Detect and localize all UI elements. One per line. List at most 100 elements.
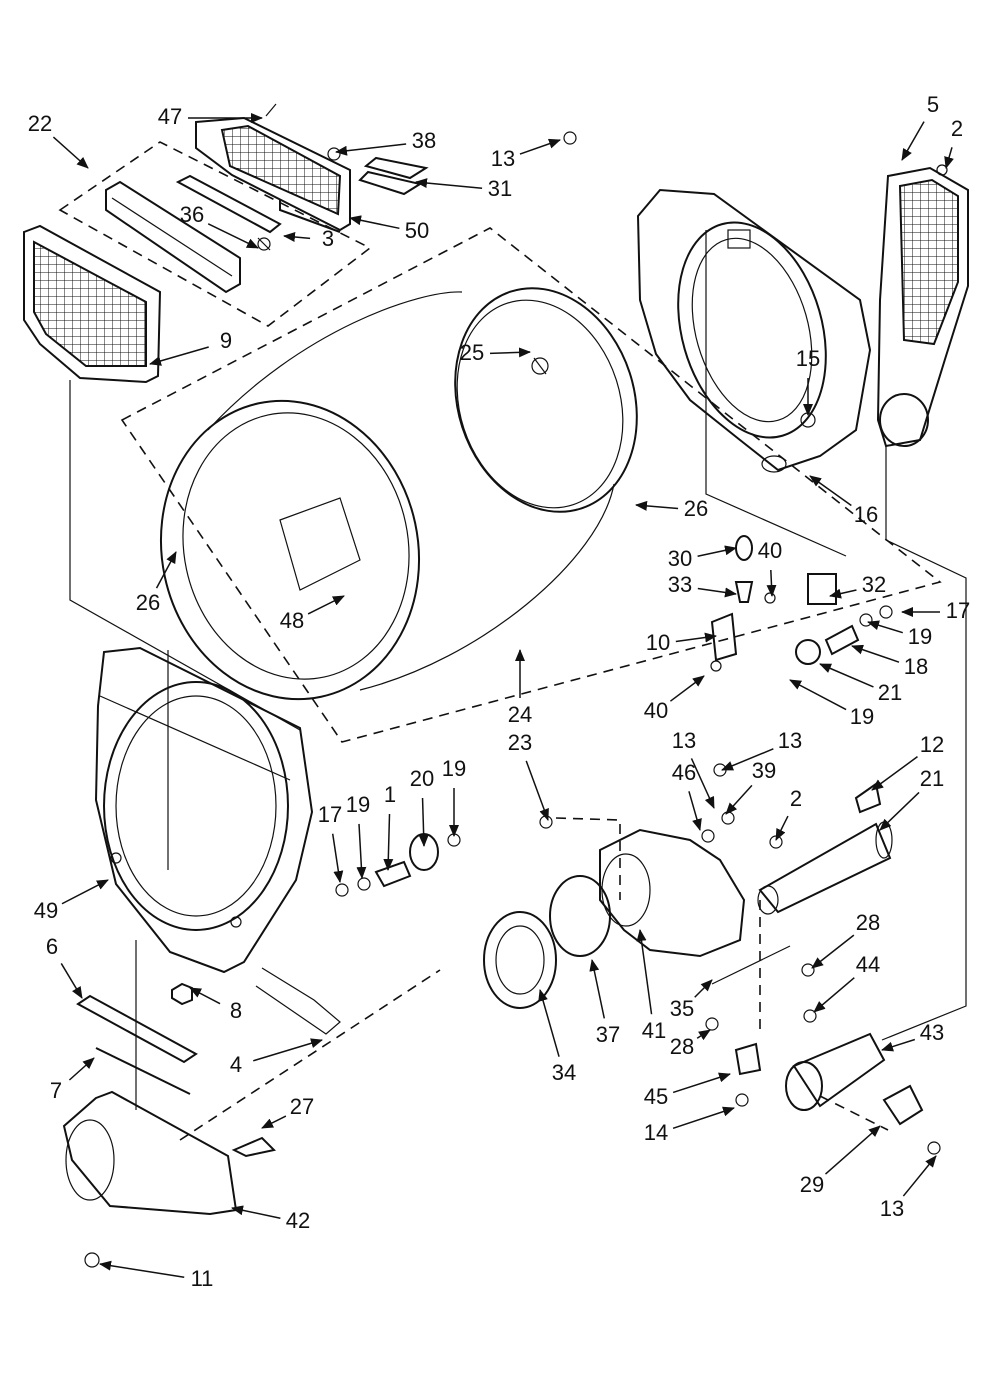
- callout-leader-arrow: [356, 823, 367, 879]
- callout-label: 43: [920, 1020, 944, 1045]
- callout-label: 13: [672, 728, 696, 753]
- callout-c19b: 19: [789, 679, 874, 729]
- callout-label: 34: [552, 1060, 576, 1085]
- callout-c21a: 21: [819, 663, 902, 705]
- callout-c13b: 13: [721, 728, 802, 771]
- callout-label: 21: [920, 766, 944, 791]
- callout-leader-arrow: [775, 815, 789, 841]
- reference-lines: [69, 230, 967, 1141]
- callout-c19d: 19: [442, 756, 466, 837]
- callout-leader-arrow: [307, 595, 345, 615]
- callout-c46: 46: [672, 760, 702, 831]
- callout-c8: 8: [189, 987, 242, 1023]
- callout-label: 46: [672, 760, 696, 785]
- callout-label: 40: [644, 698, 668, 723]
- callout-c31: 31: [415, 176, 512, 201]
- callout-leader-arrow: [829, 588, 857, 599]
- callout-label: 28: [856, 910, 880, 935]
- assembly-dashed-outlines: [58, 141, 942, 743]
- callout-c16: 16: [809, 475, 878, 527]
- callout-leader-arrow: [60, 963, 83, 999]
- callout-label: 50: [405, 218, 429, 243]
- lint-duct-bracket-part: [105, 174, 282, 294]
- callout-c9: 9: [149, 328, 232, 366]
- callout-c28a: 28: [811, 910, 880, 969]
- callout-leader-arrow: [881, 1038, 916, 1052]
- callout-label: 30: [668, 546, 692, 571]
- callout-c6: 6: [46, 934, 83, 999]
- callout-label: 13: [491, 146, 515, 171]
- callout-leader-arrow: [867, 620, 904, 634]
- callout-leader-arrow: [415, 178, 483, 190]
- callout-label: 22: [28, 111, 52, 136]
- callout-leader-arrow: [335, 143, 407, 156]
- callout-label: 37: [596, 1022, 620, 1047]
- callout-label: 1: [384, 782, 396, 807]
- callout-c35: 35: [670, 979, 713, 1021]
- callout-leader-arrow: [99, 1260, 185, 1278]
- callout-leader-arrow: [418, 797, 429, 847]
- callout-leader-arrow: [675, 632, 717, 643]
- callout-c38: 38: [335, 128, 436, 156]
- callout-label: 8: [230, 998, 242, 1023]
- rear-bulkhead-part: [636, 188, 872, 473]
- callout-c49: 49: [34, 879, 109, 923]
- callout-label: 13: [880, 1196, 904, 1221]
- callout-label: 23: [508, 730, 532, 755]
- callout-leader-arrow: [766, 569, 777, 597]
- callout-leader-arrow: [52, 136, 89, 169]
- callout-leader-arrow: [261, 1115, 287, 1129]
- callout-label: 2: [790, 786, 802, 811]
- callout-label: 18: [904, 654, 928, 679]
- callout-label: 4: [230, 1052, 242, 1077]
- callout-c37: 37: [589, 959, 620, 1047]
- callout-label: 48: [280, 608, 304, 633]
- callout-c23: 23: [508, 730, 549, 821]
- callout-c43: 43: [881, 1020, 944, 1052]
- callout-c19c: 19: [346, 792, 370, 879]
- callout-leader-arrow: [149, 346, 209, 366]
- callout-c39: 39: [725, 758, 776, 815]
- callout-label: 19: [346, 792, 370, 817]
- callout-leader-arrow: [696, 1029, 711, 1041]
- callout-label: 12: [920, 732, 944, 757]
- callout-c40b: 40: [644, 675, 705, 723]
- callout-leader-arrow: [690, 758, 715, 809]
- callout-label: 17: [318, 802, 342, 827]
- callout-leader-arrow: [825, 1125, 881, 1175]
- callout-leader-arrow: [901, 121, 925, 161]
- callout-c25: 25: [460, 340, 531, 365]
- callout-label: 17: [946, 598, 970, 623]
- callout-c18: 18: [851, 644, 928, 679]
- callout-leader-arrow: [525, 760, 549, 821]
- callout-leader-arrow: [697, 545, 737, 557]
- callout-label: 19: [850, 704, 874, 729]
- callout-label: 20: [410, 766, 434, 791]
- callout-leader-arrow: [68, 1057, 95, 1081]
- callout-c5: 5: [901, 92, 939, 161]
- callout-label: 41: [642, 1018, 666, 1043]
- callout-leader-arrow: [871, 756, 918, 791]
- callout-label: 36: [180, 202, 204, 227]
- callout-c50: 50: [349, 215, 429, 243]
- callout-label: 25: [460, 340, 484, 365]
- idler-assembly-part: [335, 833, 461, 897]
- callout-leader-arrow: [789, 679, 847, 711]
- callout-label: 15: [796, 346, 820, 371]
- callout-label: 6: [46, 934, 58, 959]
- seals-part: [358, 156, 429, 196]
- callout-c21b: 21: [879, 766, 944, 831]
- callout-leader-arrow: [155, 551, 177, 589]
- callout-c14: 14: [644, 1106, 735, 1145]
- callout-leader-arrow: [725, 784, 753, 815]
- callout-leader-arrow: [819, 663, 874, 688]
- callout-label: 32: [862, 572, 886, 597]
- callout-c2a: 2: [944, 116, 963, 169]
- callout-leader-arrow: [697, 587, 737, 598]
- callout-label: 5: [927, 92, 939, 117]
- callout-leader-arrow: [636, 929, 653, 1015]
- callout-leader-arrow: [283, 232, 311, 242]
- callout-leader-arrow: [349, 215, 400, 230]
- callout-label: 45: [644, 1084, 668, 1109]
